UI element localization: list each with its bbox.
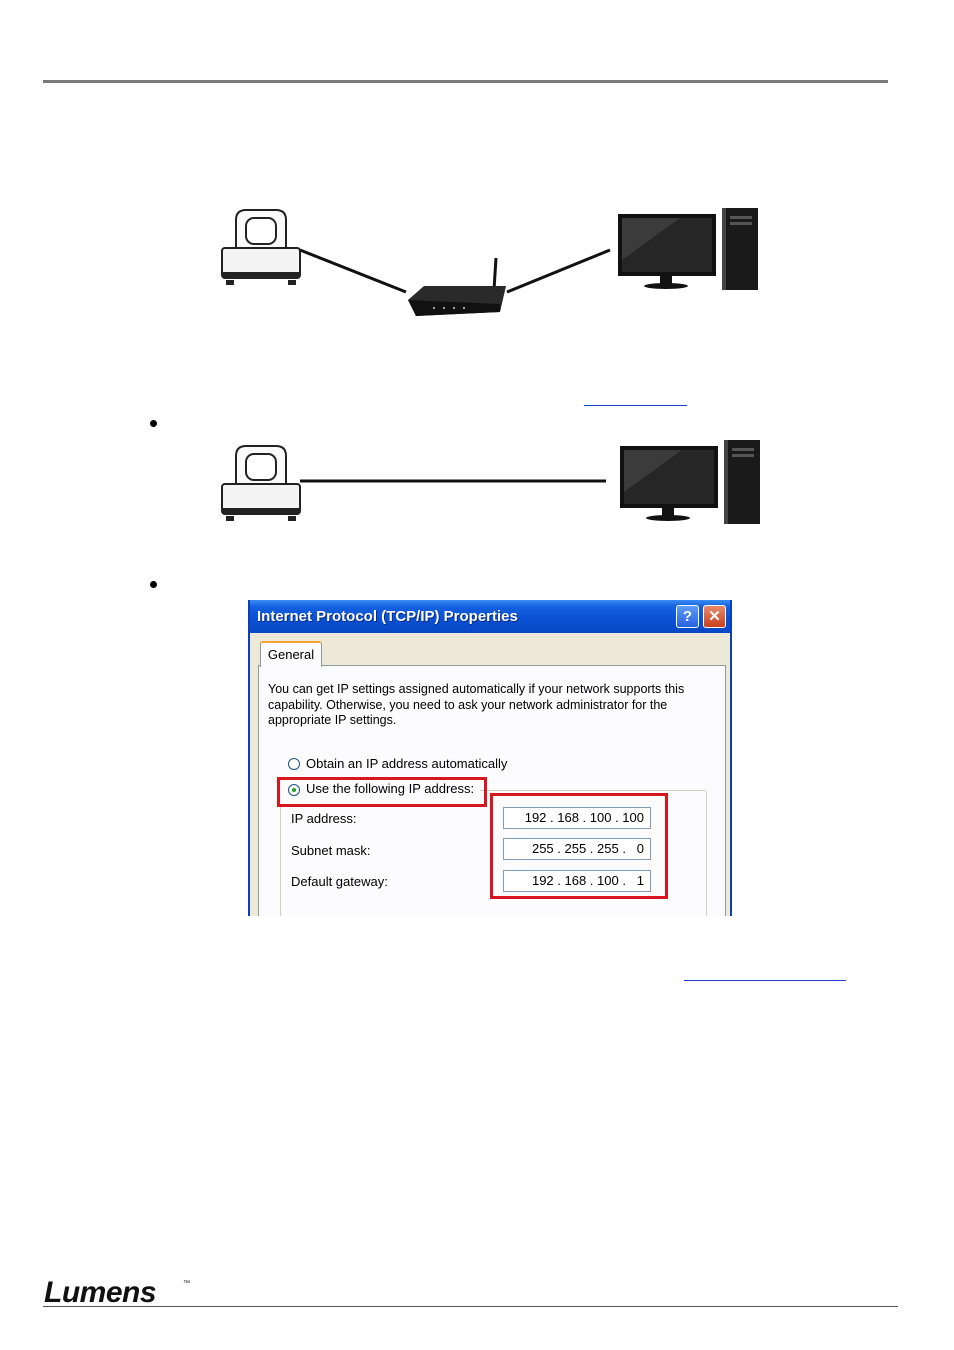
intro-text: You can get IP settings assigned automat…: [268, 682, 685, 727]
groupbox-caption-bg: [280, 778, 480, 804]
text-link[interactable]: [584, 405, 687, 406]
highlight-use-following: [277, 777, 487, 807]
ptz-camera-icon: [221, 445, 301, 521]
radio-use-following[interactable]: [288, 784, 300, 796]
lumens-logo: Lumens: [44, 1276, 157, 1309]
dialog-title: Internet Protocol (TCP/IP) Properties: [257, 608, 518, 625]
dialog-titlebar: Internet Protocol (TCP/IP) Properties ? …: [250, 600, 730, 633]
trademark-symbol: ™: [183, 1280, 190, 1287]
network-diagram-direct: [221, 440, 760, 524]
desktop-pc-icon: [620, 440, 760, 524]
radio-obtain-auto-label[interactable]: Obtain an IP address automatically: [306, 756, 508, 771]
bullet: [150, 420, 157, 427]
ptz-camera-icon: [221, 209, 301, 285]
close-icon: ✕: [708, 608, 721, 625]
cable-router-pc: [506, 248, 611, 294]
desktop-pc-icon: [618, 208, 758, 290]
default-gateway-label: Default gateway:: [291, 874, 388, 889]
help-button[interactable]: ?: [676, 605, 699, 628]
bullet: [150, 581, 157, 588]
network-diagram-router: [221, 208, 758, 316]
text-link[interactable]: [684, 980, 846, 981]
tcpip-properties-dialog: Internet Protocol (TCP/IP) Properties ? …: [248, 600, 732, 916]
radio-selected-dot: [292, 788, 296, 792]
close-button[interactable]: ✕: [703, 605, 726, 628]
subnet-mask-label: Subnet mask:: [291, 843, 371, 858]
ip-address-label: IP address:: [291, 811, 357, 826]
radio-use-following-label[interactable]: Use the following IP address:: [306, 781, 475, 796]
tab-general[interactable]: General: [260, 641, 322, 667]
question-icon: ?: [682, 608, 693, 625]
router-icon: [408, 257, 506, 316]
header-rule: [43, 80, 888, 83]
radio-obtain-auto[interactable]: [288, 758, 300, 770]
ip-settings-groupbox: [280, 790, 707, 916]
footer-rule: [43, 1306, 898, 1307]
ip-address-field[interactable]: 192 . 168 . 100 . 100: [503, 807, 651, 829]
subnet-mask-field[interactable]: 255 . 255 . 255 . 0: [503, 838, 651, 860]
cable-camera-router: [299, 248, 407, 294]
default-gateway-field[interactable]: 192 . 168 . 100 . 1: [503, 870, 651, 892]
highlight-ip-fields: [490, 793, 668, 899]
